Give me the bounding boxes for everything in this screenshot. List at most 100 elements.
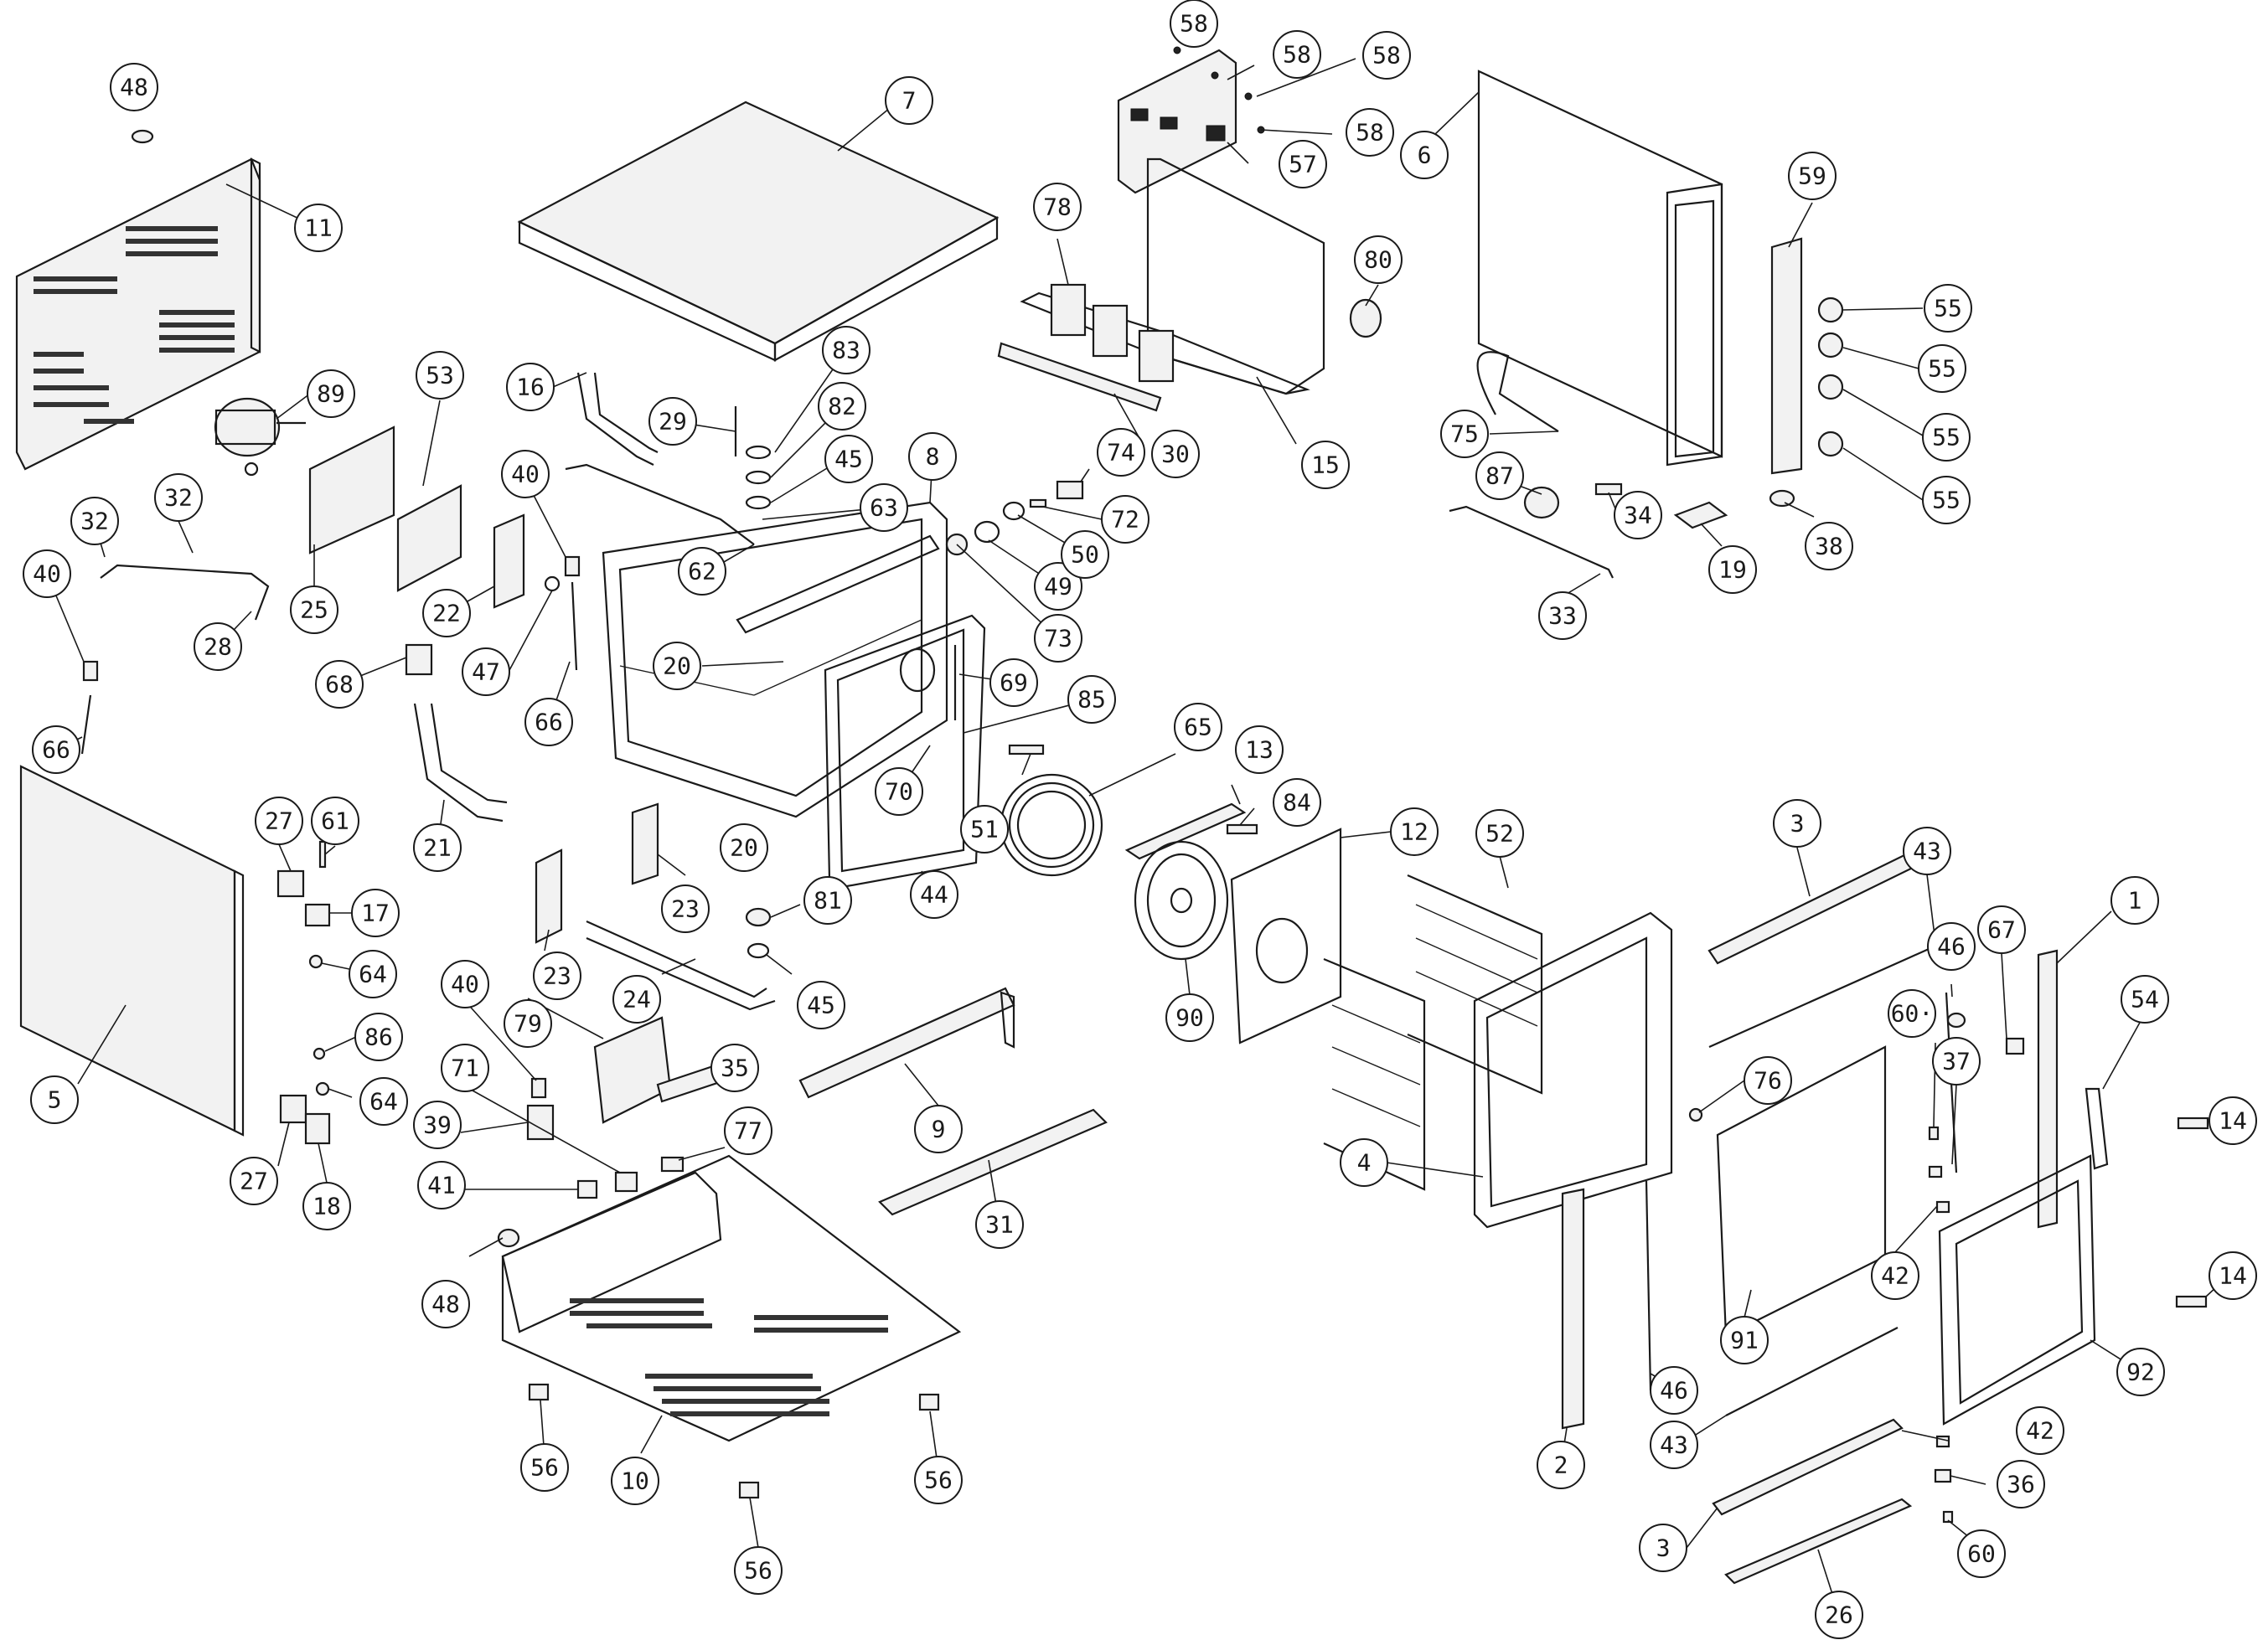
link-rod <box>1449 505 1614 579</box>
callout-64: 64 <box>349 950 397 998</box>
callout-8: 8 <box>908 432 957 481</box>
callout-44: 44 <box>910 870 958 919</box>
callout-58: 58 <box>1273 30 1321 79</box>
callout-11: 11 <box>294 204 343 252</box>
callout-text: 58 <box>1356 119 1384 147</box>
callout-49: 49 <box>1034 562 1082 611</box>
callout-78: 78 <box>1033 183 1082 231</box>
callout-14: 14 <box>2209 1096 2257 1145</box>
callout-55: 55 <box>1918 344 1966 393</box>
callout-text: 26 <box>1825 1601 1853 1629</box>
callout-60: 60· <box>1888 989 1936 1038</box>
callout-text: 53 <box>426 362 454 389</box>
callout-1: 1 <box>2110 876 2159 925</box>
callout-text: 63 <box>870 494 898 522</box>
callout-43: 43 <box>1903 827 1951 875</box>
callout-text: 32 <box>164 484 193 512</box>
callout-text: 27 <box>240 1168 268 1195</box>
callout-24: 24 <box>612 975 661 1024</box>
callout-12: 12 <box>1390 807 1439 856</box>
callout-70: 70 <box>875 767 923 816</box>
callout-text: 36 <box>2007 1471 2035 1498</box>
base-pan <box>501 1154 962 1442</box>
callout-74: 74 <box>1097 428 1145 477</box>
callout-text: 15 <box>1311 451 1340 479</box>
callout-66: 66 <box>32 725 80 774</box>
callout-91: 91 <box>1720 1316 1769 1364</box>
callout-47: 47 <box>462 647 510 696</box>
callout-80: 80 <box>1354 235 1403 284</box>
callout-33: 33 <box>1538 591 1587 640</box>
callout-text: 14 <box>2219 1262 2247 1290</box>
callout-62: 62 <box>678 547 726 596</box>
deflector-13 <box>1124 802 1247 860</box>
callout-46: 46 <box>1650 1366 1698 1415</box>
callout-text: 22 <box>432 600 461 627</box>
callout-text: 59 <box>1798 162 1826 190</box>
callout-text: 65 <box>1184 714 1212 741</box>
part-drawings <box>15 46 2209 1585</box>
callout-text: 3 <box>1790 810 1805 838</box>
callout-67: 67 <box>1977 905 2026 954</box>
callout-text: 70 <box>885 778 913 806</box>
callout-text: 33 <box>1548 602 1577 630</box>
callout-3: 3 <box>1773 799 1821 848</box>
callout-text: 86 <box>364 1024 393 1051</box>
callout-58: 58 <box>1170 0 1218 48</box>
callout-text: 68 <box>325 671 354 699</box>
callout-text: 18 <box>313 1193 341 1220</box>
fan-wheel <box>1134 840 1229 961</box>
callout-text: 71 <box>451 1055 479 1082</box>
callout-text: 48 <box>431 1291 460 1318</box>
callout-text: 14 <box>2219 1107 2247 1135</box>
callout-text: 77 <box>734 1117 762 1145</box>
tray-31 <box>878 1108 1108 1216</box>
callout-text: 56 <box>530 1454 559 1482</box>
callout-60: 60 <box>1957 1529 2006 1578</box>
bracket-23b <box>631 802 659 885</box>
callout-83: 83 <box>822 326 871 374</box>
callout-text: 66 <box>535 709 563 736</box>
callout-text: 50 <box>1071 541 1099 569</box>
callout-text: 55 <box>1932 487 1961 514</box>
knob-2 <box>1817 332 1844 358</box>
callout-13: 13 <box>1235 725 1284 774</box>
din-rail <box>997 342 1162 412</box>
callout-45: 45 <box>797 981 845 1029</box>
callout-82: 82 <box>818 382 866 431</box>
vent-hose <box>576 372 654 466</box>
callout-41: 41 <box>417 1161 466 1209</box>
callout-22: 22 <box>422 589 471 637</box>
callout-73: 73 <box>1034 614 1082 663</box>
callout-text: 16 <box>516 374 545 401</box>
control-panel <box>1770 237 1803 475</box>
callout-text: 74 <box>1107 439 1135 467</box>
callout-72: 72 <box>1101 495 1149 544</box>
callout-9: 9 <box>914 1105 963 1153</box>
callout-48: 48 <box>421 1280 470 1328</box>
rear-fan-panel <box>1230 828 1342 1044</box>
callout-text: 28 <box>204 633 232 661</box>
callout-40: 40 <box>23 549 71 598</box>
callout-text: 69 <box>1000 669 1028 697</box>
callout-63: 63 <box>860 483 908 532</box>
callout-text: 76 <box>1754 1067 1782 1095</box>
callout-text: 43 <box>1913 838 1941 865</box>
callout-text: 40 <box>511 461 540 488</box>
callout-58: 58 <box>1346 108 1394 157</box>
callout-text: 55 <box>1934 295 1962 322</box>
callout-text: 32 <box>80 508 109 535</box>
callout-20: 20 <box>720 823 768 872</box>
callout-20: 20 <box>653 642 701 690</box>
callout-51: 51 <box>960 805 1009 854</box>
callout-text: 20 <box>663 652 691 680</box>
callout-35: 35 <box>710 1044 759 1092</box>
callout-2: 2 <box>1537 1441 1585 1489</box>
callout-18: 18 <box>302 1182 351 1230</box>
callout-26: 26 <box>1815 1591 1863 1639</box>
callout-text: 84 <box>1283 789 1311 817</box>
callout-71: 71 <box>441 1044 489 1092</box>
callout-55: 55 <box>1922 476 1971 524</box>
callout-48: 48 <box>110 63 158 111</box>
callout-text: 52 <box>1485 820 1514 848</box>
